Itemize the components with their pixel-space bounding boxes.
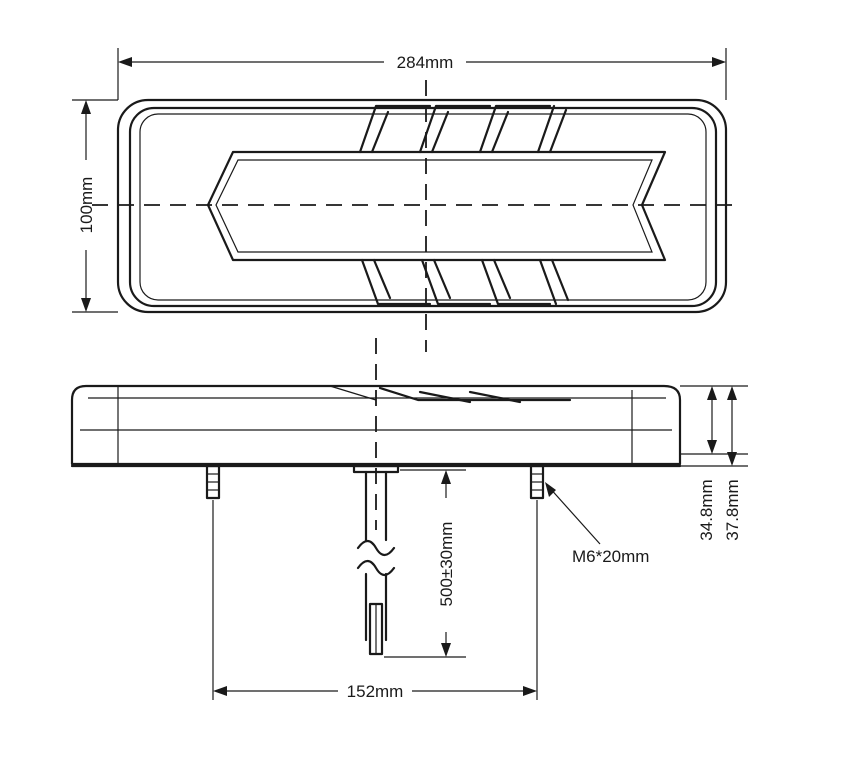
arrow-light-guide-inner: [215, 159, 653, 253]
bolt-spec-label: M6*20mm: [572, 547, 649, 566]
cable: [352, 464, 400, 656]
housing-outer: [116, 98, 728, 314]
upper-chevrons: [358, 104, 568, 154]
side-body: [70, 384, 682, 466]
dimension-height: 100mm: [72, 99, 118, 313]
dimension-bolt-spacing: 152mm: [212, 500, 538, 701]
dimension-bolt-spacing-label: 152mm: [347, 682, 404, 701]
dimension-length: 284mm: [117, 48, 727, 100]
dimension-height-label: 100mm: [77, 177, 96, 234]
lens-window: [139, 113, 707, 301]
dimension-length-label: 284mm: [397, 53, 454, 72]
arrow-light-guide: [206, 150, 667, 262]
dimension-cable: 500±30mm: [384, 469, 466, 658]
dimension-cable-label: 500±30mm: [437, 522, 456, 607]
side-view: [70, 338, 682, 530]
dimension-depth-total-label: 37.8mm: [723, 479, 742, 540]
housing-inner: [128, 106, 718, 308]
front-view: [92, 80, 742, 352]
dimension-depth-body-label: 34.8mm: [697, 479, 716, 540]
mounting-bolts: [205, 464, 545, 500]
dimension-depth: 34.8mm 37.8mm: [680, 385, 748, 541]
bolt-spec-callout: M6*20mm: [545, 482, 649, 566]
lower-chevrons: [360, 258, 570, 306]
